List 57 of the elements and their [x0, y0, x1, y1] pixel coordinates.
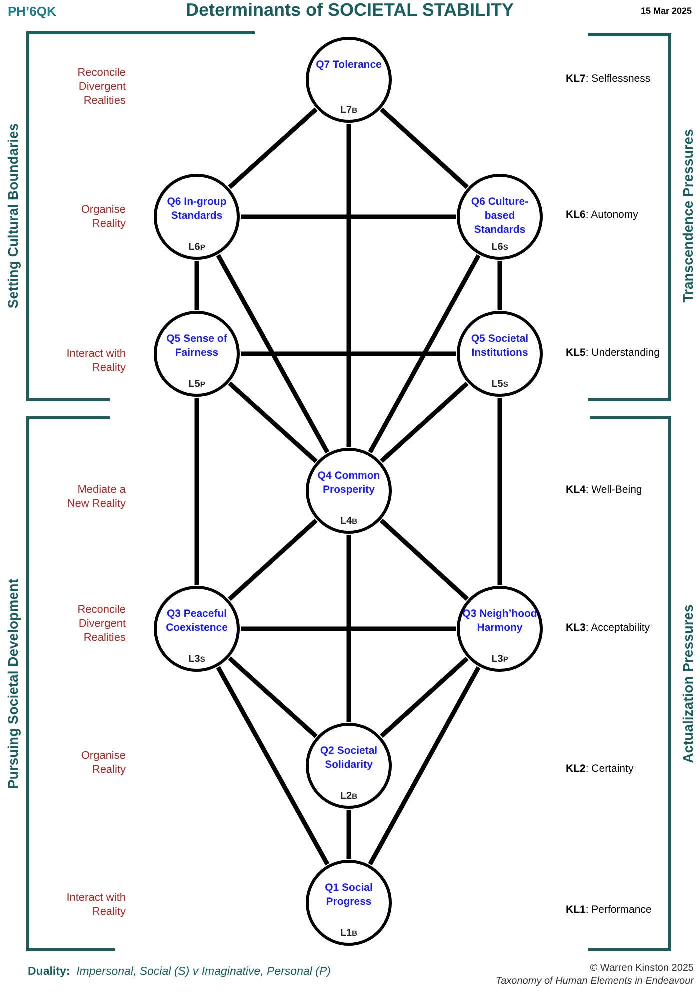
connector-line	[498, 261, 502, 310]
row-label: Organise Reality	[80, 203, 126, 231]
connector-line	[368, 666, 481, 866]
connector-line	[216, 254, 330, 454]
row-label: Interact with Reality	[66, 347, 126, 375]
section-heading: Actualization Pressures	[679, 604, 697, 766]
connector-line	[346, 535, 352, 722]
source-text: Taxonomy of Human Elements in Endeavour	[494, 976, 694, 987]
node-title: Q4 Common Prosperity	[316, 469, 382, 497]
node-title: Q3 Peaceful Coexistence	[165, 607, 229, 635]
row-label: Reconcile Divergent Realities	[76, 603, 126, 645]
section-heading: Pursuing Societal Development	[4, 578, 22, 792]
connector-line	[346, 124, 352, 447]
level-label: KL7: Selflessness	[566, 73, 652, 85]
copyright-text: © Warren Kinston 2025	[589, 963, 694, 974]
row-label: Interact with Reality	[66, 891, 126, 919]
node-title: Q6 In-group Standards	[166, 195, 228, 223]
section-heading: Setting Cultural Boundaries	[4, 122, 22, 311]
level-label: KL5: Understanding	[566, 347, 661, 359]
connector-line	[380, 656, 469, 738]
node-title: Q2 Societal Solidarity	[319, 744, 379, 772]
connector-line	[194, 398, 200, 585]
connector-line	[194, 261, 200, 310]
connector-line	[216, 666, 330, 866]
connector-line	[380, 382, 469, 464]
connector-line	[346, 810, 352, 859]
node-title: Q5 Societal Institutions	[470, 332, 530, 360]
connector-line	[241, 214, 456, 220]
connector-line	[380, 519, 470, 601]
date-text: 15 Mar 2025	[640, 6, 692, 16]
node-title: Q7 Tolerance	[315, 58, 383, 72]
connector-line	[368, 254, 481, 454]
row-label: Mediate a New Reality	[66, 483, 126, 511]
node-title: Q5 Sense of Fairness	[166, 332, 228, 360]
level-label: KL4: Well-Being	[566, 484, 644, 496]
connector-line	[241, 626, 456, 632]
node-title: Q3 Neigh’hood Harmony	[462, 607, 538, 635]
section-heading: Transcendence Pressures	[679, 128, 697, 305]
connector-line	[228, 108, 318, 190]
level-label: KL1: Performance	[566, 904, 653, 916]
connector-line	[498, 398, 502, 585]
level-label: KL6: Autonomy	[566, 209, 640, 221]
diagram-title: Determinants of SOCIETAL STABILITY	[184, 0, 516, 21]
node-title: Q1 Social Progress	[324, 881, 374, 909]
connector-line	[380, 108, 469, 190]
connector-line	[228, 382, 318, 464]
connector-line	[228, 656, 318, 738]
level-label: KL2: Certainty	[566, 763, 635, 775]
level-label: KL3: Acceptability	[566, 622, 652, 634]
row-label: Reconcile Divergent Realities	[76, 66, 126, 108]
node-title: Q6 Culture-based Standards	[470, 195, 530, 237]
row-label: Organise Reality	[80, 749, 126, 777]
circle-node	[306, 448, 392, 534]
duality-note: Duality: Impersonal, Social (S) v Imaginative, Personal (P)	[28, 966, 332, 978]
document-code: PH’6QK	[8, 4, 58, 19]
connector-line	[241, 352, 456, 356]
connector-line	[228, 518, 318, 602]
